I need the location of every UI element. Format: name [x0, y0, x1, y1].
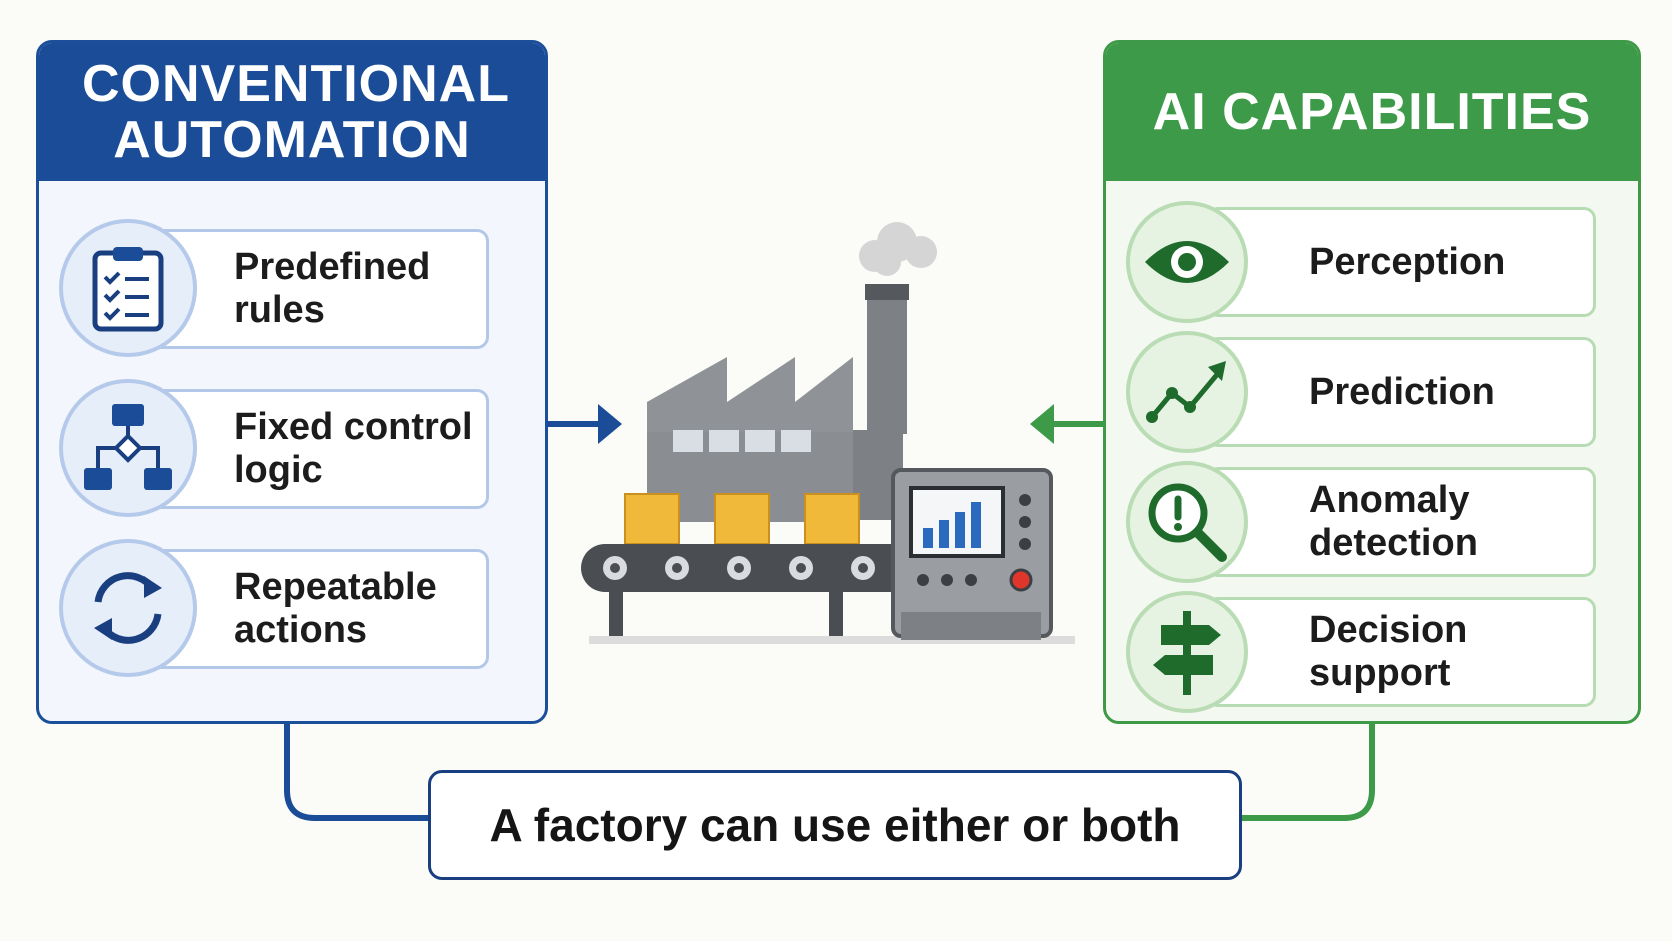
item-label: Repeatable actions	[234, 566, 437, 651]
ai-capabilities-title: AI CAPABILITIES	[1106, 43, 1638, 181]
item-label: Prediction	[1309, 370, 1495, 413]
flowchart-icon	[59, 379, 197, 517]
conventional-automation-panel: CONVENTIONAL AUTOMATION Predefined rules…	[36, 40, 548, 724]
item-label-box: Prediction	[1206, 337, 1596, 447]
item-label: Predefined rules	[234, 246, 431, 331]
item-label-box: Decision support	[1206, 597, 1596, 707]
factory-conveyor-icon	[581, 222, 1075, 644]
item-label: Anomaly detection	[1309, 479, 1478, 564]
item-label-box: Fixed control logic	[139, 389, 489, 509]
item-label-box: Repeatable actions	[139, 549, 489, 669]
factory-caption-box: A factory can use either or both	[428, 770, 1242, 880]
panel-title-text: AI CAPABILITIES	[1152, 83, 1592, 141]
item-label: Perception	[1309, 240, 1506, 283]
checklist-icon	[59, 219, 197, 357]
item-label: Fixed control logic	[234, 406, 473, 491]
factory-caption: A factory can use either or both	[489, 799, 1181, 851]
trend-up-icon	[1126, 331, 1248, 453]
conventional-automation-title: CONVENTIONAL AUTOMATION	[39, 43, 545, 181]
magnifier-alert-icon	[1126, 461, 1248, 583]
item-label-box: Perception	[1206, 207, 1596, 317]
ai-capabilities-panel: AI CAPABILITIES Perception Prediction	[1103, 40, 1641, 724]
eye-icon	[1126, 201, 1248, 323]
item-label-box: Predefined rules	[139, 229, 489, 349]
signpost-icon	[1126, 591, 1248, 713]
item-label-box: Anomaly detection	[1206, 467, 1596, 577]
cycle-arrows-icon	[59, 539, 197, 677]
item-label: Decision support	[1309, 609, 1468, 694]
panel-title-text: CONVENTIONAL AUTOMATION	[82, 55, 510, 169]
